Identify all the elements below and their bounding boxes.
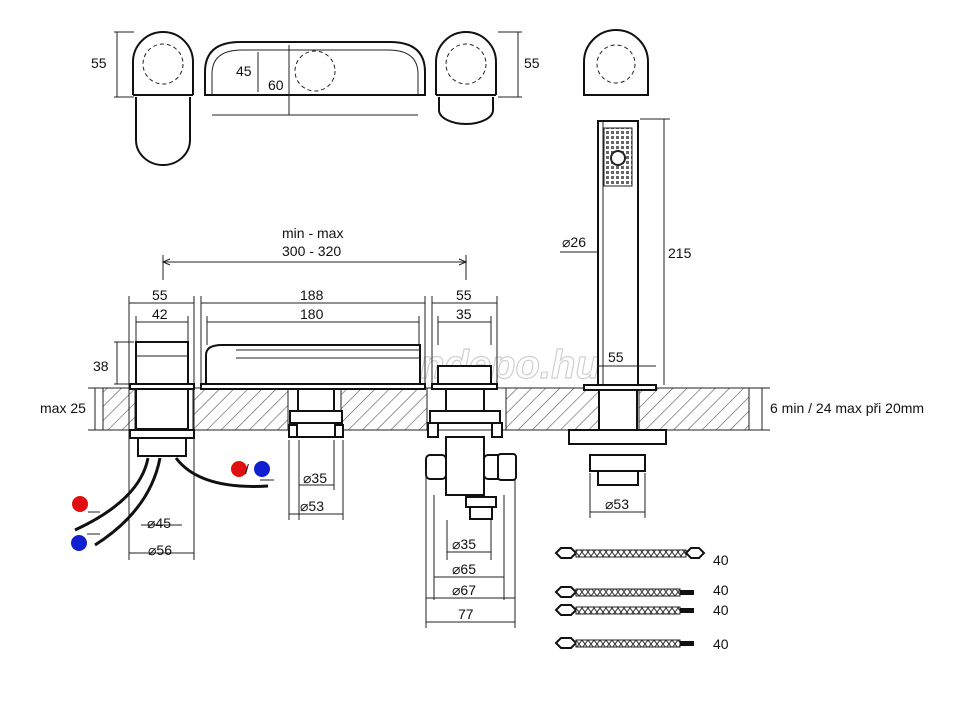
right-handle-valve: 55 35 ⌀35 ⌀65 ⌀67 77 [425, 287, 517, 628]
dim-top-left-height: 55 [91, 55, 107, 71]
dim-shower-55: 55 [608, 349, 624, 365]
dim-spout-35: ⌀35 [303, 470, 327, 486]
flexible-hoses: 40 40 40 40 [554, 547, 729, 652]
dim-left-45: ⌀45 [147, 515, 171, 531]
cold-indicator-right [254, 461, 270, 477]
dim-shower-26: ⌀26 [562, 234, 586, 250]
dim-right-base35: ⌀35 [452, 536, 476, 552]
top-view-right-handle: 55 [435, 31, 540, 125]
dim-right-55: 55 [456, 287, 472, 303]
dim-deck-max: max 25 [40, 400, 86, 416]
hose-1: 40 [554, 547, 729, 568]
top-view-shower [583, 29, 649, 96]
top-view-left-handle: 55 [91, 31, 194, 166]
dim-spout-60: 60 [268, 77, 284, 93]
dim-right-65: ⌀65 [452, 561, 476, 577]
hot-indicator-right [231, 461, 247, 477]
dim-left-56: ⌀56 [148, 542, 172, 558]
hose-4: 40 [554, 636, 729, 652]
dim-left-42: 42 [152, 306, 168, 322]
hand-shower: 215 ⌀26 55 ⌀53 [560, 118, 692, 518]
overall-dimension: min - max 300 - 320 [161, 225, 468, 280]
hose-2-length: 40 [713, 582, 729, 598]
spout-assembly: 188 180 ⌀35 ⌀53 [200, 287, 426, 520]
svg-text:/: / [245, 461, 249, 477]
left-handle-valve: 55 42 38 ⌀45 ⌀56 [74, 287, 269, 560]
supply-indicators: / [71, 461, 274, 551]
dim-shower-53: ⌀53 [605, 496, 629, 512]
top-view-spout: 45 60 [204, 41, 426, 116]
dim-right-77: 77 [458, 606, 474, 622]
dim-right-67: ⌀67 [452, 582, 476, 598]
cold-indicator [71, 535, 87, 551]
dim-deck-thickness: 6 min / 24 max při 20mm [770, 400, 924, 416]
dim-spout-53: ⌀53 [300, 498, 324, 514]
dim-right-35: 35 [456, 306, 472, 322]
dim-overall-value: 300 - 320 [282, 243, 341, 259]
dim-spout-180: 180 [300, 306, 324, 322]
dim-spout-45: 45 [236, 63, 252, 79]
dim-shower-215: 215 [668, 245, 692, 261]
hose-4-length: 40 [713, 636, 729, 652]
dim-left-38: 38 [93, 358, 109, 374]
mounting-deck: max 25 6 min / 24 max při 20mm [40, 387, 924, 431]
hose-3-length: 40 [713, 602, 729, 618]
dim-spout-188: 188 [300, 287, 324, 303]
hot-indicator [72, 496, 88, 512]
hose-1-length: 40 [713, 552, 729, 568]
dim-top-right-height: 55 [524, 55, 540, 71]
dim-overall-label: min - max [282, 225, 343, 241]
hose-3: 40 [554, 602, 729, 618]
hose-2: 40 [554, 582, 729, 598]
dim-left-55: 55 [152, 287, 168, 303]
